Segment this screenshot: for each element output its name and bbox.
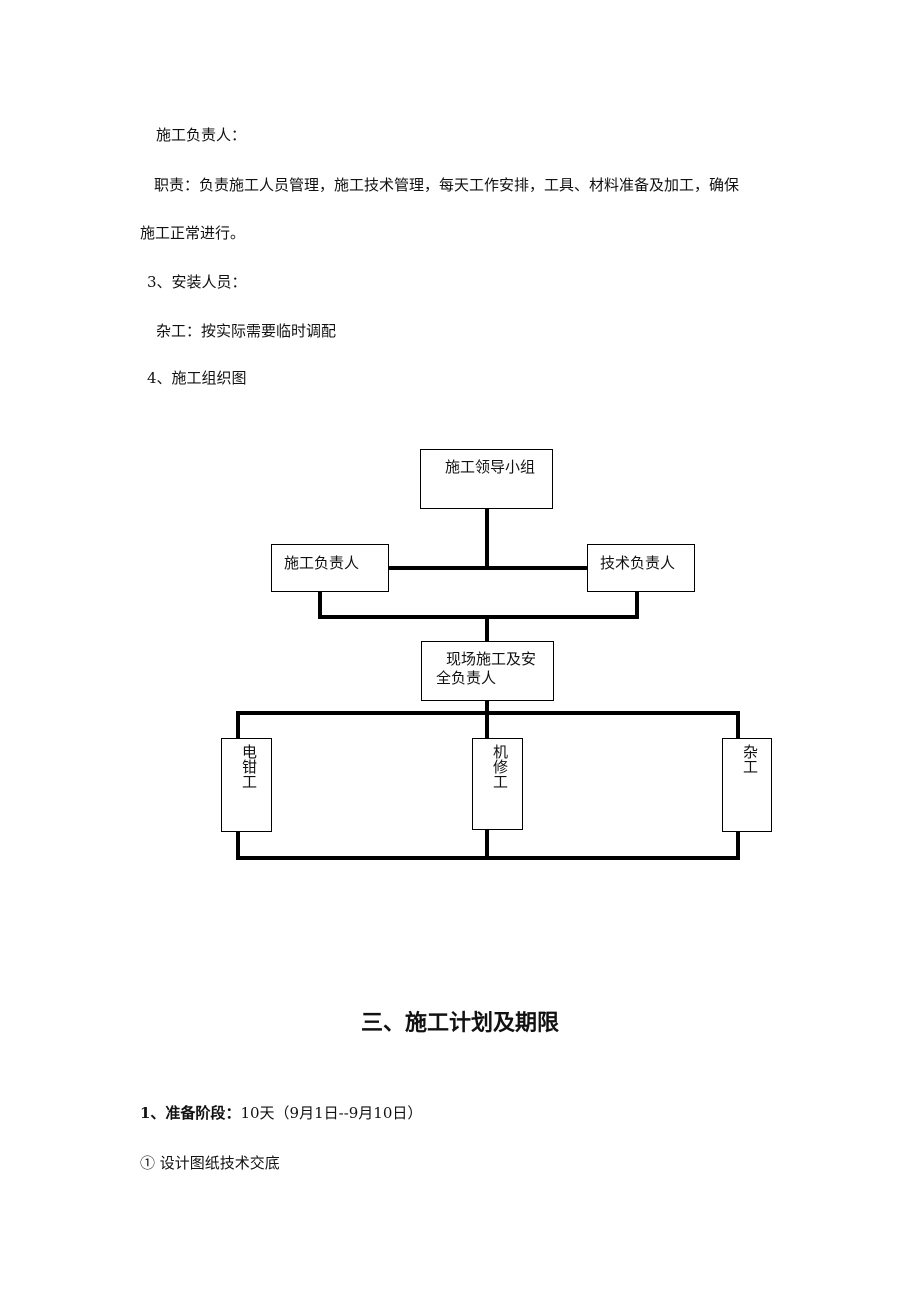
org-box-site-safety-lead-label-2: 全负责人	[436, 669, 497, 687]
org-box-site-safety-lead: 现场施工及安 全负责人	[421, 641, 554, 701]
install-staff-heading: 3、安装人员：	[147, 273, 247, 291]
prep-stage-line: 1、准备阶段：10天（9月1日--9月10日）	[140, 1103, 422, 1123]
connector-workers-bottom	[236, 856, 740, 860]
prep-stage-value: 10天（9月1日--9月10日）	[240, 1104, 423, 1122]
org-box-technical-lead-label: 技术负责人	[600, 554, 676, 572]
org-box-electrician: 电钳工	[221, 738, 272, 832]
connector-to-site	[485, 615, 489, 642]
org-box-technical-lead: 技术负责人	[587, 544, 695, 592]
org-box-laborer-label: 杂工	[741, 744, 759, 774]
prep-item-1: ① 设计图纸技术交底	[140, 1154, 280, 1172]
connector-merge	[318, 615, 639, 619]
connector-left-down	[318, 590, 322, 619]
connector-top-down	[485, 508, 489, 570]
connector-w1-top	[236, 711, 240, 739]
connector-right-down	[635, 590, 639, 619]
connector-w2-bottom	[485, 828, 489, 860]
section-heading: 三、施工计划及期限	[360, 1010, 559, 1036]
connector-w1-bottom	[236, 831, 240, 860]
laborer-line: 杂工：按实际需要临时调配	[156, 322, 337, 340]
connector-w3-top	[736, 711, 740, 739]
duties-continuation: 施工正常进行。	[140, 224, 246, 242]
org-box-leadership: 施工领导小组	[420, 449, 553, 509]
org-box-site-safety-lead-label-1: 现场施工及安	[446, 650, 537, 668]
connector-w3-bottom	[736, 831, 740, 860]
org-box-mechanic: 机修工	[472, 738, 523, 830]
org-box-electrician-label: 电钳工	[240, 744, 258, 789]
org-box-construction-lead-label: 施工负责人	[284, 554, 360, 572]
org-box-laborer: 杂工	[722, 738, 772, 832]
prep-stage-label: 1、准备阶段：	[140, 1104, 241, 1122]
connector-w2-top	[485, 711, 489, 739]
org-chart-heading: 4、施工组织图	[147, 369, 247, 387]
role-title: 施工负责人：	[156, 126, 247, 144]
org-box-mechanic-label: 机修工	[491, 744, 509, 789]
connector-site-down	[485, 700, 489, 715]
org-box-leadership-label: 施工领导小组	[445, 458, 536, 476]
org-box-construction-lead: 施工负责人	[271, 544, 389, 592]
connector-leaders	[388, 566, 588, 570]
duties-line: 职责：负责施工人员管理，施工技术管理，每天工作安排，工具、材料准备及加工，确保	[154, 176, 740, 194]
